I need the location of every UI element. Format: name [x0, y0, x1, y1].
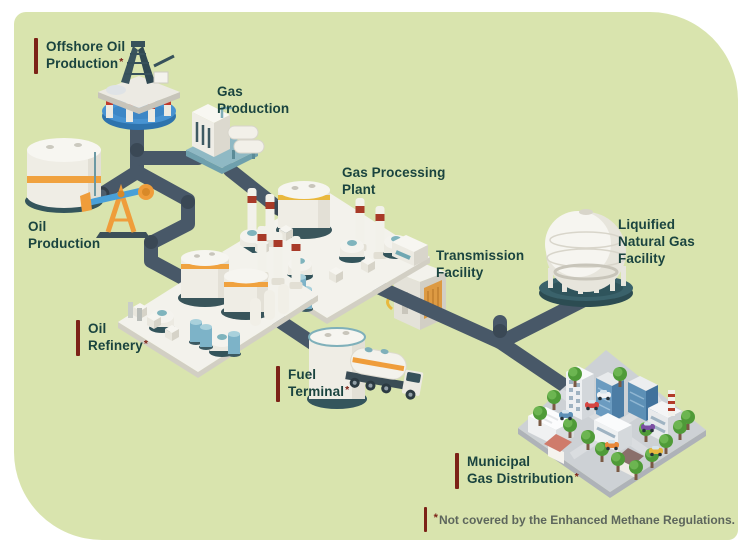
label-text: Fuel Terminal* [288, 366, 349, 402]
label-transmission-facility: Transmission Facility [436, 247, 524, 281]
asterisk: * [345, 384, 350, 396]
oil-refinery-illustration [118, 226, 318, 378]
label-line: Production [217, 101, 290, 116]
accent-bar [455, 453, 459, 489]
label-line: Refinery* [88, 338, 149, 353]
label-line: Transmission [436, 248, 525, 263]
label-line: Oil [28, 219, 47, 234]
municipal-gas-distribution-illustration [518, 350, 706, 498]
asterisk: * [433, 511, 438, 524]
label-text: Liquified Natural Gas Facility [618, 216, 695, 267]
asterisk: * [143, 338, 149, 350]
gas-processing-plant-illustration [222, 181, 430, 324]
tanker-truck [345, 347, 424, 400]
pipeline-couplings [94, 143, 507, 338]
label-text: Gas Processing Plant [342, 164, 445, 198]
label-line: Production* [46, 56, 124, 71]
label-text: Oil Production [28, 218, 100, 252]
label-line: Facility [436, 265, 484, 280]
label-oil-refinery: Oil Refinery* [76, 320, 148, 356]
label-line: Gas [217, 84, 243, 99]
label-gas-production: Gas Production [217, 83, 289, 117]
accent-bar [276, 366, 280, 402]
gas-production-illustration [186, 104, 265, 174]
label-line: Gas Distribution* [467, 471, 579, 486]
footnote-text: Not covered by the Enhanced Methane Regu… [438, 512, 735, 527]
label-line: Gas Processing [342, 165, 446, 180]
asterisk: * [119, 56, 124, 68]
asterisk: * [574, 471, 579, 483]
footnote: * Not covered by the Enhanced Methane Re… [423, 507, 735, 532]
lng-facility-illustration [539, 209, 633, 307]
label-line: Fuel [288, 367, 317, 382]
label-line: Facility [618, 251, 666, 266]
label-offshore-oil-production: Offshore Oil Production* [34, 38, 125, 74]
label-line: Liquified [618, 217, 676, 232]
label-text: Transmission Facility [436, 247, 524, 281]
label-fuel-terminal: Fuel Terminal* [276, 366, 349, 402]
label-line: Plant [342, 182, 376, 197]
label-text: Offshore Oil Production* [46, 38, 125, 74]
label-text: Oil Refinery* [88, 320, 148, 356]
label-text: Municipal Gas Distribution* [467, 453, 579, 489]
label-line: Offshore Oil [46, 39, 126, 54]
label-oil-production: Oil Production [28, 218, 100, 252]
label-municipal-gas-distribution: Municipal Gas Distribution* [455, 453, 579, 489]
label-line: Natural Gas [618, 234, 695, 249]
label-gas-processing-plant: Gas Processing Plant [342, 164, 445, 198]
label-line: Municipal [467, 454, 531, 469]
accent-bar [423, 507, 427, 532]
label-line: Production [28, 236, 101, 251]
accent-bar [76, 320, 80, 356]
label-text: Gas Production [217, 83, 289, 117]
label-line: Oil [88, 321, 107, 336]
label-line: Terminal* [288, 384, 350, 399]
oil-production-illustration [25, 138, 154, 238]
fuel-terminal-illustration [307, 327, 424, 409]
accent-bar [34, 38, 38, 74]
label-liquified-natural-gas-facility: Liquified Natural Gas Facility [618, 216, 695, 267]
offshore-oil-rig-illustration [98, 41, 180, 130]
